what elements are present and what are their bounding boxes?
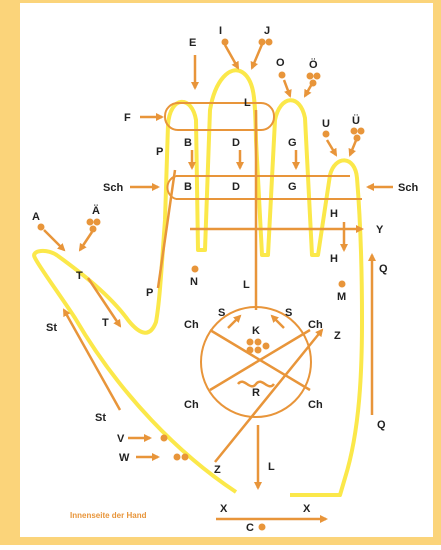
dot-k-3 [246, 346, 254, 354]
label-y: Y [376, 224, 384, 236]
arrow-i [223, 44, 240, 70]
arrows [43, 41, 393, 523]
label-z-top: Z [334, 330, 341, 342]
label-ae: Ä [92, 204, 100, 217]
label-st-top: St [46, 322, 57, 334]
label-g-top: G [288, 137, 297, 149]
label-d-top: D [232, 137, 240, 149]
arrow-o [282, 79, 292, 98]
arrow-a [43, 229, 66, 252]
arrow-j [250, 41, 265, 70]
label-s-right: S [285, 307, 292, 319]
label-k: K [252, 325, 260, 337]
label-h-top: H [330, 208, 338, 220]
dots [37, 38, 365, 531]
label-ch-tr: Ch [308, 319, 323, 331]
arrow-z [214, 328, 324, 463]
dot-a [37, 223, 45, 231]
dot-ue-1 [350, 127, 358, 135]
dot-oe-3 [309, 79, 317, 87]
arrow-st [62, 308, 122, 411]
dot-m [338, 280, 346, 288]
label-ch-br: Ch [308, 399, 323, 411]
label-a: A [32, 211, 40, 223]
dot-k-4 [254, 346, 262, 354]
dot-ae-2 [93, 218, 101, 226]
dot-j-2 [265, 38, 273, 46]
hand-outline [32, 68, 364, 497]
dot-k-1 [246, 338, 254, 346]
label-d-mid: D [232, 181, 240, 193]
arrow-t [86, 277, 122, 328]
label-x-right: X [303, 503, 311, 515]
dot-j-1 [258, 38, 266, 46]
swirl-r [237, 380, 275, 388]
dot-o [278, 71, 286, 79]
dot-ae-1 [86, 218, 94, 226]
label-u: U [322, 118, 330, 130]
caption: Innenseite der Hand [70, 511, 147, 520]
label-ch-bl: Ch [184, 399, 199, 411]
label-m: M [337, 291, 346, 303]
label-t-low: T [102, 317, 109, 329]
label-ue: Ü [352, 114, 360, 127]
dot-ue-2 [357, 127, 365, 135]
dot-k-5 [262, 342, 270, 350]
finger-band-top [164, 102, 275, 131]
label-l-top: L [244, 97, 251, 109]
label-st-low: St [95, 412, 106, 424]
label-g-mid: G [288, 181, 297, 193]
label-b-mid: B [184, 181, 192, 193]
arrow-u [325, 139, 338, 157]
label-l-low: L [268, 461, 275, 473]
label-p-low: P [146, 287, 153, 299]
label-n: N [190, 276, 198, 288]
label-h-low: H [330, 253, 338, 265]
dot-ae-3 [89, 225, 97, 233]
label-i: I [219, 25, 222, 37]
label-r: R [252, 387, 260, 399]
arrow-s-left [227, 314, 242, 329]
arrow-s-right [270, 314, 285, 329]
label-o: O [276, 57, 285, 69]
label-oe: Ö [309, 58, 318, 71]
cross-line-2 [209, 328, 311, 392]
label-sch-left: Sch [103, 182, 123, 194]
label-f: F [124, 112, 131, 124]
label-s-left: S [218, 307, 225, 319]
dot-w-2 [181, 453, 189, 461]
dot-u [322, 130, 330, 138]
dot-oe-2 [313, 72, 321, 80]
label-j: J [264, 25, 270, 37]
dot-v-1 [160, 434, 168, 442]
label-w: W [119, 452, 130, 464]
dot-k-2 [254, 338, 262, 346]
dot-i [221, 38, 229, 46]
dot-w-1 [173, 453, 181, 461]
dot-ue-3 [353, 134, 361, 142]
label-t-top: T [76, 270, 83, 282]
line-p [156, 169, 177, 289]
label-ch-tl: Ch [184, 319, 199, 331]
label-b-top: B [184, 137, 192, 149]
letter-labels: E I J O Ö U Ü F L B D G P Sch Sch B D G … [32, 25, 418, 534]
label-sch-right: Sch [398, 182, 418, 194]
dot-n [191, 265, 199, 273]
dot-oe-1 [306, 72, 314, 80]
label-e: E [189, 37, 196, 49]
label-l-mid: L [243, 279, 250, 291]
arrow-ae [78, 231, 94, 252]
label-q-top: Q [379, 263, 388, 275]
label-q-low: Q [377, 419, 386, 431]
label-c: C [246, 522, 254, 534]
label-z-low: Z [214, 464, 221, 476]
label-v: V [117, 433, 125, 445]
label-p: P [156, 146, 163, 158]
label-x-left: X [220, 503, 228, 515]
dot-c [258, 523, 266, 531]
